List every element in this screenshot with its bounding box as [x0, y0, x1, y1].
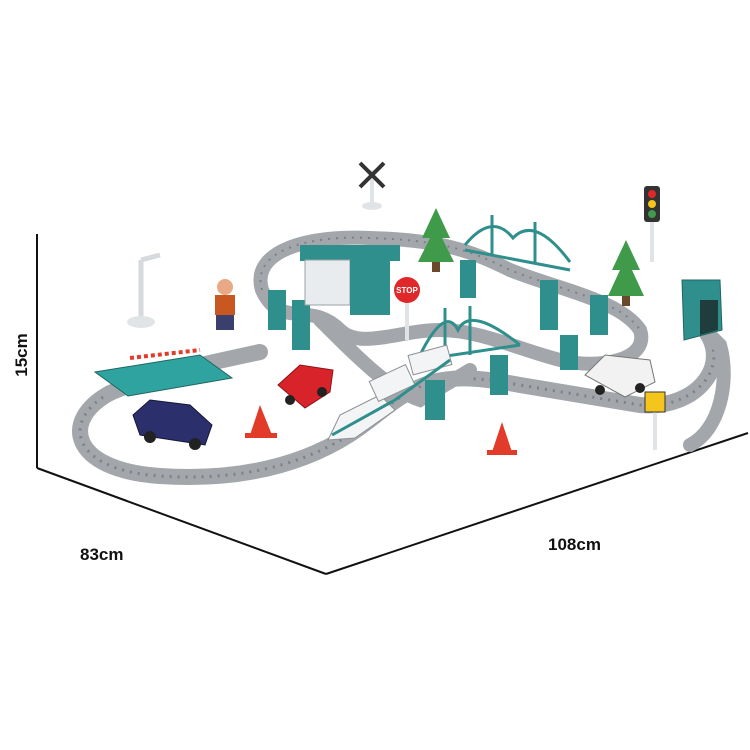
pillar: [490, 355, 508, 395]
traffic-cone-icon: [245, 405, 277, 438]
ground-track: [72, 317, 731, 485]
tunnel: [681, 279, 723, 341]
pillar: [425, 380, 445, 420]
crossing-plate: [93, 354, 234, 397]
pine-tree-icon: [418, 208, 454, 272]
traffic-light: [644, 186, 660, 262]
dimension-lines: [36, 234, 749, 575]
stop-sign: STOP: [394, 277, 420, 340]
train-car: [407, 344, 453, 376]
street-lamp: [127, 252, 161, 328]
tunnel-sign: [644, 391, 666, 450]
depth-dimension-label: 83cm: [80, 545, 124, 564]
station-side: [350, 260, 390, 315]
width-line: [325, 432, 749, 575]
bullet-train: [327, 344, 453, 441]
train-station: [300, 245, 400, 315]
elevated-track-loop: [253, 230, 649, 371]
height-dimension-label: 15cm: [12, 333, 31, 377]
toy-figure: [215, 279, 235, 330]
width-dimension-label: 108cm: [548, 535, 601, 554]
traffic-cone-icon: [487, 422, 517, 455]
pillar: [560, 335, 578, 370]
red-car: [277, 364, 334, 409]
depth-line: [36, 467, 327, 575]
station-body: [304, 259, 351, 306]
pillar: [292, 300, 310, 350]
white-police-car: [584, 354, 656, 398]
stop-sign-text: STOP: [396, 286, 418, 295]
pillar: [590, 295, 608, 335]
pillar: [268, 290, 286, 330]
crossing-barrier: [129, 348, 201, 360]
train-stripe: [331, 358, 451, 437]
pillar: [460, 260, 476, 298]
pillar: [540, 280, 558, 330]
station-roof: [300, 245, 400, 261]
elevated-track: [253, 230, 649, 408]
train-car: [368, 363, 416, 403]
ground-track-right: [683, 318, 731, 452]
crossing-platform: [93, 348, 234, 397]
railway-crossing-sign: [358, 161, 386, 210]
elevated-track-cross: [313, 313, 477, 408]
navy-car: [132, 399, 213, 450]
track-pillars: [268, 260, 608, 420]
pine-tree-icon: [608, 240, 644, 306]
bridge-back: [463, 215, 572, 272]
ground-track-outer: [72, 317, 722, 485]
